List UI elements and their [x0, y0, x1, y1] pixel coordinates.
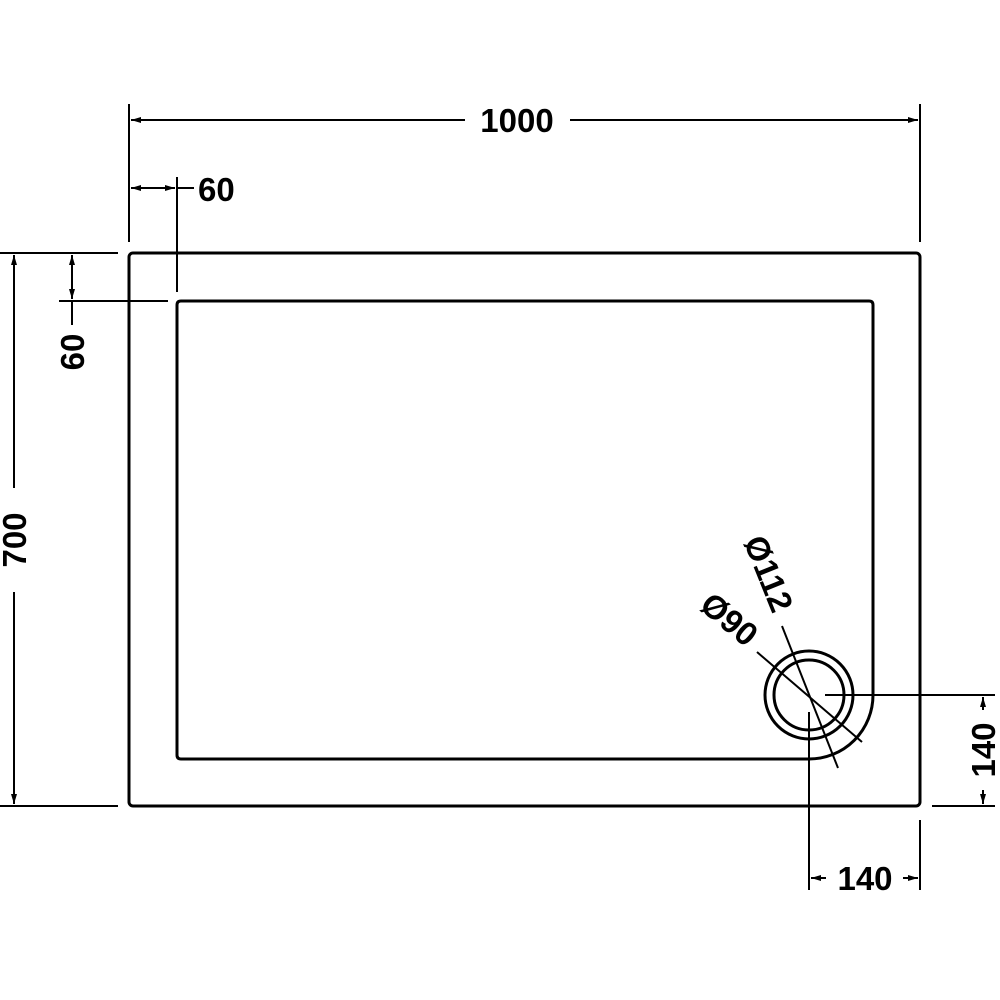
rim-left-dimension: 60 [131, 171, 235, 292]
waste-side-dimension: 140 [808, 712, 921, 897]
waste-side-label: 140 [837, 860, 892, 897]
waste-outer-leader [781, 625, 839, 769]
waste-end-label: 140 [965, 722, 1000, 777]
waste-inner-diameter-label: Ø90 [694, 585, 766, 653]
length-dimension: 700 [0, 255, 118, 807]
rim-top-dimension: 60 [0, 252, 168, 371]
length-label: 700 [0, 512, 33, 567]
rim-top-label: 60 [54, 334, 91, 371]
waste-end-dimension: 140 [825, 694, 1000, 807]
tray-outer-outline [127, 251, 922, 808]
rim-left-label: 60 [198, 171, 235, 208]
tray-inner-outline [175, 299, 875, 761]
waste-outer-diameter-label: Ø112 [737, 530, 801, 617]
width-dimension: 1000 [128, 102, 921, 242]
width-label: 1000 [480, 102, 553, 139]
